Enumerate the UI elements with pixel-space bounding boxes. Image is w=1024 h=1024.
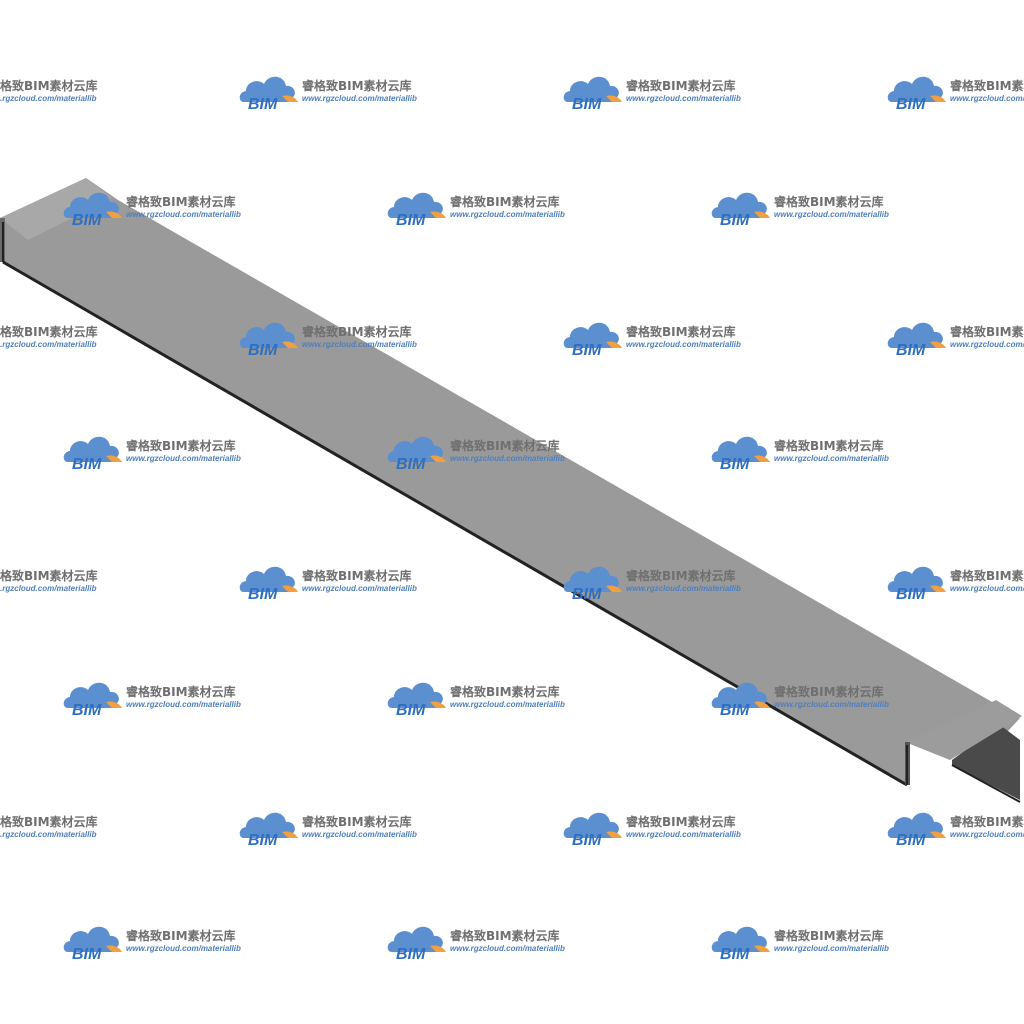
beam-right-lower-edge <box>951 764 1021 803</box>
beam-right-top-flange <box>905 700 1022 760</box>
beam-right-inner-face <box>952 725 1020 800</box>
beam-bottom-edge <box>2 260 908 787</box>
beam-top-face <box>0 178 1020 785</box>
